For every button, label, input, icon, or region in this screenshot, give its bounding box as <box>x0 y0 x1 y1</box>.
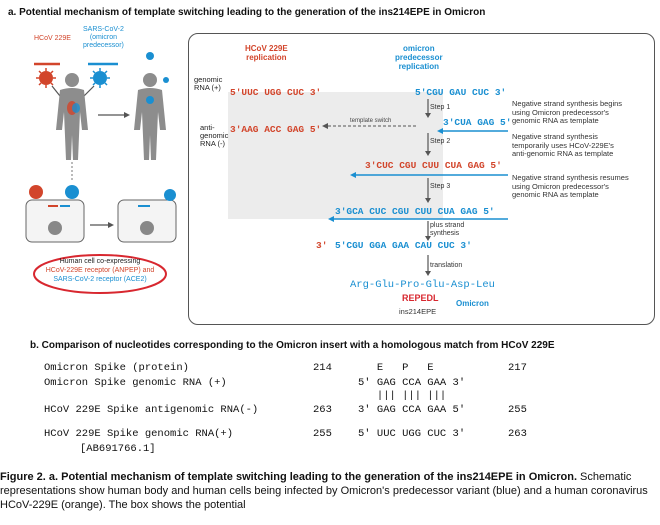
step2-label: Step 2 <box>430 138 451 145</box>
panel-a-title: a. Potential mechanism of template switc… <box>8 7 486 18</box>
mechanism-arrows <box>322 99 508 276</box>
hcov-antigenomic-seq: 3'AAG ACC GAG 5' <box>230 124 322 135</box>
row1-seq: 3'CUA GAG 5' <box>443 117 512 128</box>
human-body-right-icon <box>134 73 166 160</box>
cmp-row-3-start: 263 <box>313 404 332 416</box>
human-body-left-icon <box>56 73 88 160</box>
cmp-row-4-seq: 5' UUC UGG CUC 3' <box>358 428 466 440</box>
cmp-row-4-label: HCoV 229E Spike genomic RNA(+) <box>44 428 234 440</box>
row3-seq: 3'GCA CUC CGU CUU CUA GAG 5' <box>335 206 495 217</box>
row2-seq: 3'CUC CGU CUU CUA GAG 5' <box>365 160 502 171</box>
omicron-genomic-seq: 5'CGU GAU CUC 3' <box>415 87 507 98</box>
cell-caption-prefix: Human cell co-expressing <box>59 258 141 265</box>
antigenomic-label: anti- genomic RNA (-) <box>200 123 229 148</box>
cmp-row-0-end: 217 <box>508 362 527 374</box>
cell-left-icon <box>25 185 85 243</box>
hcov-genomic-seq: 5'UUC UGG CUC 3' <box>230 87 322 98</box>
plus-strand-label: plus strand synthesis <box>430 222 465 237</box>
left-illustration <box>25 52 177 294</box>
panel-b-title: b. Comparison of nucleotides correspondi… <box>30 340 555 351</box>
cmp-row-2-seq: ||| ||| ||| <box>358 390 447 402</box>
figure-caption: Figure 2. a. Potential mechanism of temp… <box>0 470 652 512</box>
cmp-row-3-seq: 3' GAG CCA GAA 5' <box>358 404 466 416</box>
cmp-row-0-seq: E P E <box>358 362 434 374</box>
genomic-label: genomic RNA (+) <box>194 75 223 92</box>
mechanism-box <box>188 33 655 325</box>
cmp-row-5-label: [AB691766.1] <box>80 443 156 455</box>
cmp-row-0-start: 214 <box>313 362 332 374</box>
sars-label: SARS-CoV-2 (omicron predecessor) <box>83 26 124 49</box>
caption-text: Schematic representations show human bod… <box>0 471 648 511</box>
omicron-label: Omicron <box>456 299 489 308</box>
cell-caption: Human cell co-expressing HCoV-229E recep… <box>40 257 160 284</box>
orange-virus-icon <box>36 68 56 88</box>
note-step2: Negative strand synthesis temporarily us… <box>512 132 614 159</box>
row2-seq-text: 3'CUC CGU CUU CUA GAG 5' <box>365 160 502 171</box>
shaded-region <box>228 92 443 219</box>
cmp-row-3-end: 255 <box>508 404 527 416</box>
repedl-label: REPEDL <box>402 293 439 303</box>
translation-label: translation <box>430 262 463 269</box>
step1-label: Step 1 <box>430 104 451 111</box>
cell-caption-sars: SARS-CoV-2 receptor (ACE2) <box>53 276 147 283</box>
row3-seq-text: 3'GCA CUC CGU CUU CUA GAG 5' <box>335 206 495 217</box>
ins-label: ins214EPE <box>399 307 437 316</box>
note-step3: Negative strand synthesis resumes using … <box>512 173 629 200</box>
cmp-row-4-end: 263 <box>508 428 527 440</box>
hcov-label: HCoV 229E <box>34 35 71 42</box>
cmp-row-1-seq: 5' GAG CCA GAA 3' <box>358 377 466 389</box>
cmp-row-1-label: Omicron Spike genomic RNA (+) <box>44 377 227 389</box>
cell-right-icon <box>117 189 177 243</box>
caption-bold: Figure 2. a. Potential mechanism of temp… <box>0 471 577 483</box>
row4-prefix: 3' <box>316 240 328 251</box>
blue-virus-icon <box>90 68 110 88</box>
protein-seq: Arg-Glu-Pro-Glu-Asp-Leu <box>350 279 495 291</box>
step3-label: Step 3 <box>430 183 451 190</box>
hcov-replication-label: HCoV 229E replication <box>245 44 288 62</box>
template-switch-label: template switch <box>350 118 392 124</box>
cmp-row-3-label: HCoV 229E Spike antigenomic RNA(-) <box>44 404 259 416</box>
cell-caption-hcov: HCoV-229E receptor (ANPEP) and <box>45 267 155 274</box>
row4-seq: 5'CGU GGA GAA CAU CUC 3' <box>335 240 472 251</box>
cmp-row-4-start: 255 <box>313 428 332 440</box>
highlight-ellipse <box>33 254 167 294</box>
omicron-replication-label: omicron predecessor replication <box>395 44 443 71</box>
note-step1: Negative strand synthesis begins using O… <box>512 99 623 126</box>
cmp-row-0-label: Omicron Spike (protein) <box>44 362 189 374</box>
